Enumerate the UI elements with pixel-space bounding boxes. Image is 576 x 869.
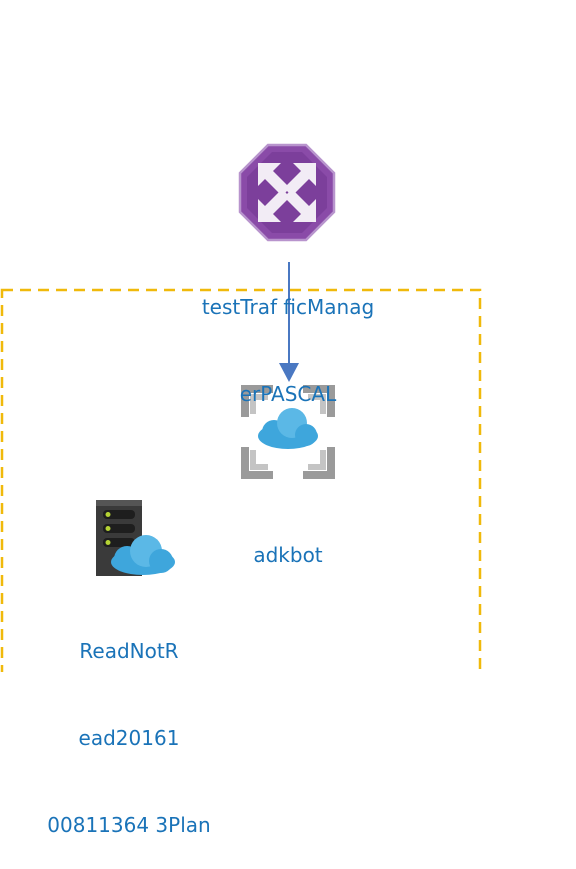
resource-group-boundary: [0, 288, 482, 672]
diagram-canvas: [0, 143, 482, 672]
traffic-manager-icon[interactable]: [238, 143, 336, 242]
app-service-plan-label-line3: 00811364 3Plan: [47, 813, 211, 837]
app-service-label: adkbot: [188, 483, 388, 599]
cloud-icon: [111, 535, 175, 575]
app-service-plan-label: ReadNotR ead20161 00811364 3Plan: [20, 579, 238, 869]
app-service-icon[interactable]: [241, 385, 335, 479]
app-service-plan-label-line1: ReadNotR: [79, 639, 179, 663]
app-service-label-text: adkbot: [253, 543, 323, 567]
arrowhead-icon: [279, 363, 299, 382]
app-service-plan-label-line2: ead20161: [78, 726, 180, 750]
traffic-manager-label: testTraf ficManag erPASCAL: [160, 235, 416, 438]
app-service-plan-icon[interactable]: [96, 500, 175, 576]
traffic-manager-label-line1: testTraf ficManag: [201, 295, 375, 319]
edge-traffic-manager-to-app: [279, 262, 299, 382]
traffic-manager-label-line2: erPASCAL: [239, 382, 337, 406]
cloud-icon: [258, 408, 318, 449]
